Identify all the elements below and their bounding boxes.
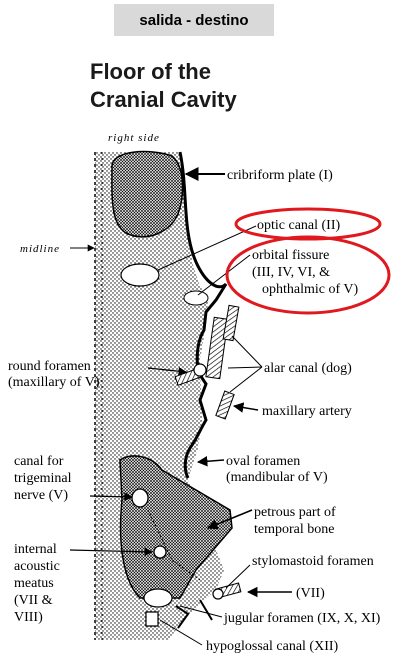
trigeminal-label-2: trigeminal	[14, 471, 72, 486]
hypoglossal-pointer	[159, 619, 203, 646]
internal-acoustic-label-3: meatus	[14, 576, 54, 591]
vii-label: (VII)	[296, 586, 325, 601]
oval-foramen-label-1: oval foramen	[226, 454, 300, 469]
orbital-fissure-opening	[183, 290, 209, 306]
round-pointer	[147, 367, 187, 376]
title-line-1: Floor of the	[90, 59, 211, 84]
internal-acoustic-label-1: internal	[14, 542, 57, 557]
cribriform-plate	[111, 150, 184, 238]
optic-canal-label: optic canal (II)	[257, 218, 341, 233]
jugular-pointer	[179, 605, 223, 618]
alar-canal-tube	[205, 316, 229, 380]
title-line-2: Cranial Cavity	[90, 87, 237, 112]
petrous-pointer	[207, 509, 253, 530]
hypoglossal-canal-opening	[145, 611, 159, 627]
orbital-fissure-highlight	[225, 235, 391, 315]
cribriform-label: cribriform plate (I)	[227, 168, 333, 183]
round-foramen-label-1: round foramen	[8, 359, 91, 374]
internal-acoustic-label-2: acoustic	[14, 559, 60, 574]
oval-foramen-label-2: (mandibular of V)	[226, 470, 328, 485]
alar-pointer-2	[227, 366, 263, 369]
internal-pointer	[69, 547, 153, 557]
petrous-label-1: petrous part of	[254, 505, 336, 520]
trigeminal-pointer	[89, 492, 133, 502]
salida-destino-tag: salida - destino	[114, 4, 274, 36]
internal-acoustic-label-4: (VII &	[14, 593, 53, 608]
trigeminal-label-3: nerve (V)	[14, 488, 68, 503]
alar-pointer-1	[231, 335, 263, 368]
orbital-fissure-label-2: (III, IV, VI, &	[252, 265, 330, 280]
petrous-label-2: temporal bone	[254, 522, 334, 537]
orbital-fissure-label-1: orbital fissure	[252, 248, 329, 263]
alar-canal-label: alar canal (dog)	[264, 361, 352, 376]
jugular-foramen-opening	[143, 588, 173, 608]
jugular-foramen-label: jugular foramen (IX, X, XI)	[223, 611, 381, 626]
floor-contour	[178, 151, 228, 479]
round-foramen-label-2: (maxillary of V)	[8, 375, 100, 390]
midline-label: midline	[20, 243, 60, 255]
diagram-title: Floor of the Cranial Cavity	[90, 58, 350, 114]
orbital-fissure-label-3: ophthalmic of V)	[262, 282, 359, 297]
internal-acoustic-meatus	[153, 545, 167, 559]
orbital-pointer	[197, 254, 251, 296]
maxillary-artery-pointer	[232, 402, 259, 413]
hypoglossal-label: hypoglossal canal (XII)	[206, 639, 339, 654]
oval-pointer	[196, 456, 225, 467]
stylomastoid-pointer	[225, 564, 251, 589]
trigeminal-canal-opening	[131, 488, 149, 508]
alar-pointer-3	[229, 366, 263, 393]
maxillary-artery-tube	[215, 390, 235, 420]
optic-canal-opening	[120, 263, 160, 287]
optic-pointer	[157, 225, 257, 271]
maxillary-artery-label: maxillary artery	[262, 404, 352, 419]
internal-acoustic-label-5: VIII)	[14, 610, 43, 625]
trigeminal-label-1: canal for	[14, 454, 64, 469]
optic-canal-highlight	[234, 207, 382, 241]
stylomastoid-label: stylomastoid foramen	[252, 554, 374, 569]
right-side-label: right side	[108, 132, 160, 144]
